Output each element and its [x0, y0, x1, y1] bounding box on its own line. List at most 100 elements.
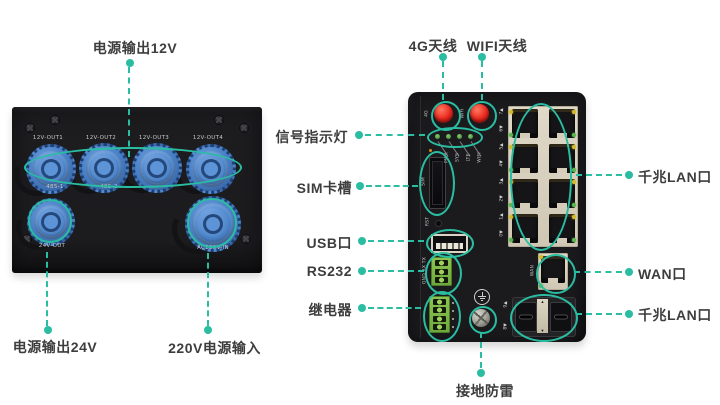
lan-led — [509, 238, 513, 242]
callout-line — [368, 307, 421, 309]
sim-led — [429, 149, 432, 152]
callout-line — [368, 240, 424, 242]
lan-led — [572, 203, 576, 207]
antenna-print-wifi: WiFi — [460, 108, 466, 119]
callout-line — [207, 253, 209, 326]
callout-line — [576, 174, 622, 176]
rst-print: RST — [425, 216, 431, 227]
callout-label-relay: 继电器 — [308, 302, 352, 318]
screw — [50, 115, 60, 125]
callout-label-ground-lightning: 接地防雷 — [456, 383, 514, 399]
callout-line — [574, 271, 622, 273]
highlight-ellipse-relay — [423, 291, 461, 342]
callout-label-rs232: RS232 — [306, 263, 352, 279]
panel-seam — [420, 96, 421, 338]
callout-dot — [356, 182, 364, 190]
lan-port-number: 0▼ — [499, 230, 505, 237]
highlight-ellipse-sfp — [510, 294, 578, 342]
lan-led — [572, 133, 576, 137]
port-print-12v-out4: 12V-OUT4 — [192, 135, 224, 141]
callout-line — [366, 185, 418, 187]
callout-dot — [625, 171, 633, 179]
sfp-port-number: 8▼ — [503, 323, 509, 330]
port-print-12v-out3: 12V-OUT3 — [138, 135, 170, 141]
lan-port-number: 2▼ — [499, 195, 505, 202]
lan-led — [572, 215, 576, 219]
earth-ground-icon — [474, 289, 490, 305]
callout-dot — [625, 268, 633, 276]
callout-dot — [625, 310, 633, 318]
callout-dot — [204, 326, 212, 334]
callout-dot — [44, 326, 52, 334]
callout-label-power-out-12v: 电源输出12V — [92, 40, 178, 56]
callout-label-4g-antenna: 4G天线 — [408, 38, 458, 54]
callout-dot — [358, 267, 366, 275]
lan-port-number: 5▲ — [499, 143, 505, 150]
lan-led — [509, 145, 513, 149]
highlight-circle-wan — [536, 254, 576, 294]
lan-led — [572, 180, 576, 184]
lan-port-number: 4▼ — [499, 160, 505, 167]
screw — [214, 115, 224, 125]
callout-dot — [126, 59, 134, 67]
port-print-12v-out2: 12V-OUT2 — [85, 135, 117, 141]
highlight-circle-ground — [469, 306, 497, 334]
lan-port-number: 6▼ — [499, 125, 505, 132]
highlight-ellipse-leds — [427, 127, 483, 148]
port-print-24v-out: 24V-OUT — [38, 243, 66, 249]
callout-dot — [358, 237, 366, 245]
callout-label-sim-slot: SIM卡槽 — [296, 180, 352, 196]
callout-line — [481, 61, 483, 100]
callout-dot — [477, 369, 485, 377]
highlight-ellipse-sim — [419, 151, 455, 216]
lan-led — [572, 110, 576, 114]
callout-line — [46, 252, 48, 326]
callout-label-wifi-antenna: WIFI天线 — [466, 38, 528, 54]
screw — [239, 123, 249, 133]
wan-led — [539, 255, 543, 259]
highlight-circle-wifi — [467, 101, 497, 131]
lan-led — [509, 215, 513, 219]
antenna-print-4g: 4G — [424, 110, 430, 117]
lan-led — [572, 238, 576, 242]
led-print-lte: LTE — [466, 153, 472, 162]
lan-led — [509, 110, 513, 114]
callout-line — [368, 270, 424, 272]
lan-led — [509, 133, 513, 137]
callout-line — [480, 332, 482, 368]
callout-line — [442, 61, 444, 100]
callout-line — [128, 67, 130, 157]
callout-label-usb-port: USB口 — [306, 235, 352, 251]
wan-print: WAN — [530, 264, 536, 277]
lan-led — [572, 168, 576, 172]
lan-port-number: 3▲ — [499, 178, 505, 185]
port-print-ac220v-in: AC220V-IN — [197, 245, 229, 251]
callout-label-gigabit-lan-bottom: 千兆LAN口 — [638, 307, 712, 323]
screw — [22, 234, 32, 244]
callout-label-wan-port: WAN口 — [638, 266, 687, 282]
highlight-circle-220v — [187, 198, 237, 248]
callout-label-signal-leds: 信号指示灯 — [275, 129, 348, 145]
screw — [241, 234, 251, 244]
callout-dot — [358, 304, 366, 312]
highlight-ellipse-rs232 — [425, 252, 462, 295]
port-print-485-1: 485-1 — [46, 184, 64, 190]
lan-port-number: 1▲ — [499, 213, 505, 220]
highlight-ellipse-12v-row — [24, 147, 242, 188]
port-print-12v-out1: 12V-OUT1 — [32, 135, 64, 141]
callout-dot — [439, 53, 447, 61]
callout-dot — [478, 53, 486, 61]
callout-line — [576, 313, 622, 315]
highlight-circle-24v — [28, 199, 72, 243]
lan-port-number: 7▲ — [499, 108, 505, 115]
led-print-sys: SYS — [455, 152, 461, 163]
callout-line — [365, 134, 425, 136]
led-print-wifi: WIFI — [477, 152, 483, 163]
lan-led — [509, 203, 513, 207]
sfp-port-number: 9▲ — [503, 301, 509, 308]
highlight-ellipse-lan — [510, 103, 572, 251]
callout-label-power-out-24v: 电源输出24V — [12, 339, 98, 355]
callout-label-220v-power-in: 220V电源输入 — [168, 340, 261, 356]
lan-led — [572, 145, 576, 149]
